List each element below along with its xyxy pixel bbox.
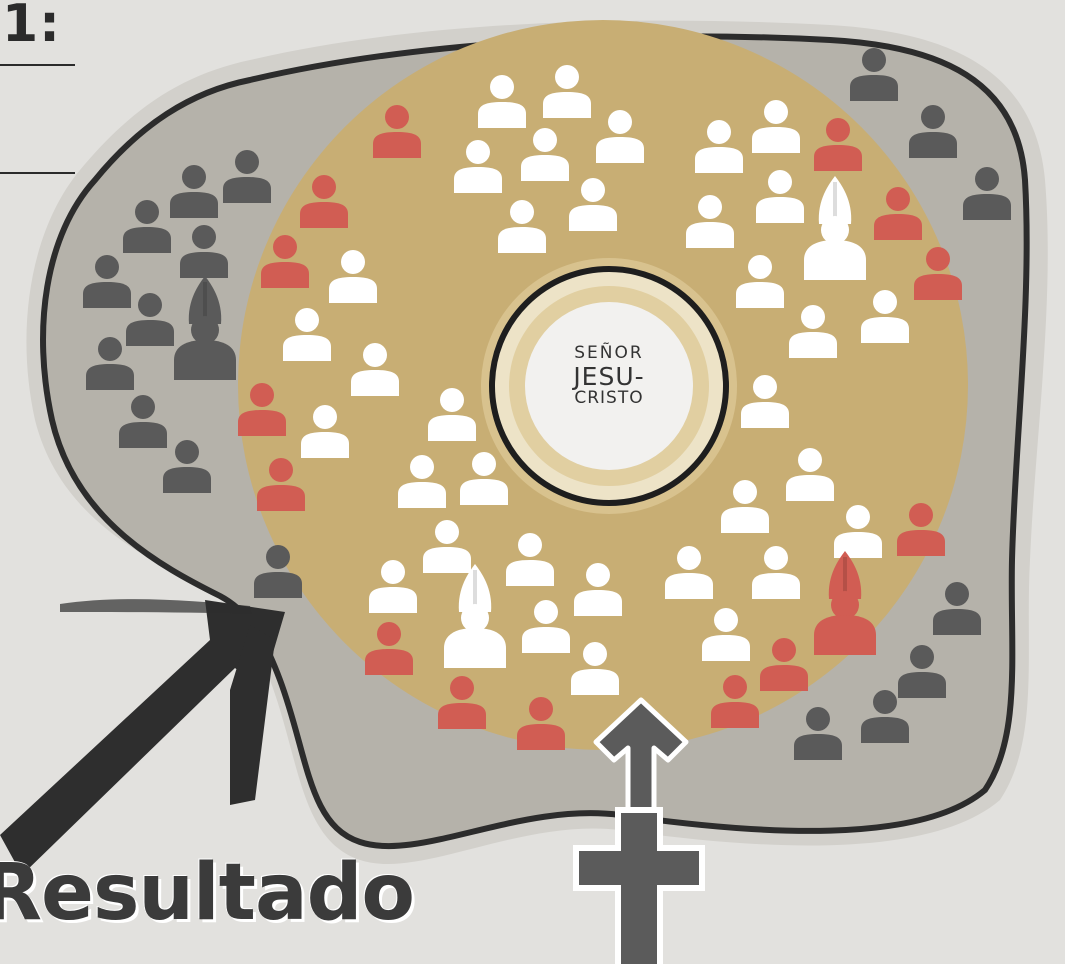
- person-icon: [300, 175, 348, 228]
- person-icon: [254, 545, 302, 598]
- person-icon: [126, 293, 174, 346]
- person-icon: [574, 563, 622, 616]
- people-layer: [83, 48, 1011, 760]
- person-icon: [711, 675, 759, 728]
- center-label-line1: SEÑOR: [574, 343, 644, 363]
- person-icon: [301, 405, 349, 458]
- person-icon: [423, 520, 471, 573]
- person-icon: [861, 290, 909, 343]
- center-core-inner: [525, 302, 693, 470]
- person-icon: [238, 383, 286, 436]
- person-icon: [850, 48, 898, 101]
- person-icon: [834, 505, 882, 558]
- cross-icon: [573, 807, 705, 964]
- person-icon: [686, 195, 734, 248]
- person-icon: [909, 105, 957, 158]
- center-label-line2: JESU-: [573, 362, 645, 391]
- person-icon: [569, 178, 617, 231]
- bishop-icon: [444, 564, 506, 668]
- center-label-line3: CRISTO: [574, 388, 644, 408]
- person-icon: [329, 250, 377, 303]
- person-icon: [897, 503, 945, 556]
- person-icon: [702, 608, 750, 661]
- person-icon: [794, 707, 842, 760]
- header-rule-top: [0, 64, 75, 66]
- person-icon: [741, 375, 789, 428]
- person-icon: [760, 638, 808, 691]
- person-icon: [522, 600, 570, 653]
- bishop-icon: [814, 551, 876, 655]
- person-icon: [752, 100, 800, 153]
- person-icon: [861, 690, 909, 743]
- person-icon: [478, 75, 526, 128]
- person-icon: [874, 187, 922, 240]
- person-icon: [571, 642, 619, 695]
- person-icon: [914, 247, 962, 300]
- person-icon: [283, 308, 331, 361]
- center-label: SEÑOR JESU- CRISTO: [529, 345, 689, 407]
- person-icon: [261, 235, 309, 288]
- person-icon: [521, 128, 569, 181]
- person-icon: [543, 65, 591, 118]
- person-icon: [83, 255, 131, 308]
- person-icon: [721, 480, 769, 533]
- person-icon: [180, 225, 228, 278]
- person-icon: [438, 676, 486, 729]
- person-icon: [223, 150, 271, 203]
- person-icon: [736, 255, 784, 308]
- person-icon: [170, 165, 218, 218]
- person-icon: [163, 440, 211, 493]
- person-icon: [454, 140, 502, 193]
- header-rule-bottom: [0, 172, 75, 174]
- person-icon: [398, 455, 446, 508]
- person-icon: [369, 560, 417, 613]
- person-icon: [365, 622, 413, 675]
- person-icon: [428, 388, 476, 441]
- person-icon: [786, 448, 834, 501]
- person-icon: [963, 167, 1011, 220]
- person-icon: [665, 546, 713, 599]
- person-icon: [123, 200, 171, 253]
- person-icon: [933, 582, 981, 635]
- person-icon: [351, 343, 399, 396]
- arrow-up-icon: [593, 697, 689, 848]
- person-icon: [119, 395, 167, 448]
- person-icon: [498, 200, 546, 253]
- result-title: Resultado: [0, 848, 415, 938]
- person-icon: [460, 452, 508, 505]
- person-icon: [257, 458, 305, 511]
- person-icon: [752, 546, 800, 599]
- person-icon: [789, 305, 837, 358]
- person-icon: [86, 337, 134, 390]
- bishop-icon: [174, 276, 236, 380]
- person-icon: [506, 533, 554, 586]
- person-icon: [695, 120, 743, 173]
- person-icon: [373, 105, 421, 158]
- result-arrow-icon: [0, 599, 285, 875]
- person-icon: [596, 110, 644, 163]
- person-icon: [898, 645, 946, 698]
- bishop-icon: [804, 176, 866, 280]
- person-icon: [756, 170, 804, 223]
- step-label: 1:: [2, 0, 61, 54]
- person-icon: [517, 697, 565, 750]
- person-icon: [814, 118, 862, 171]
